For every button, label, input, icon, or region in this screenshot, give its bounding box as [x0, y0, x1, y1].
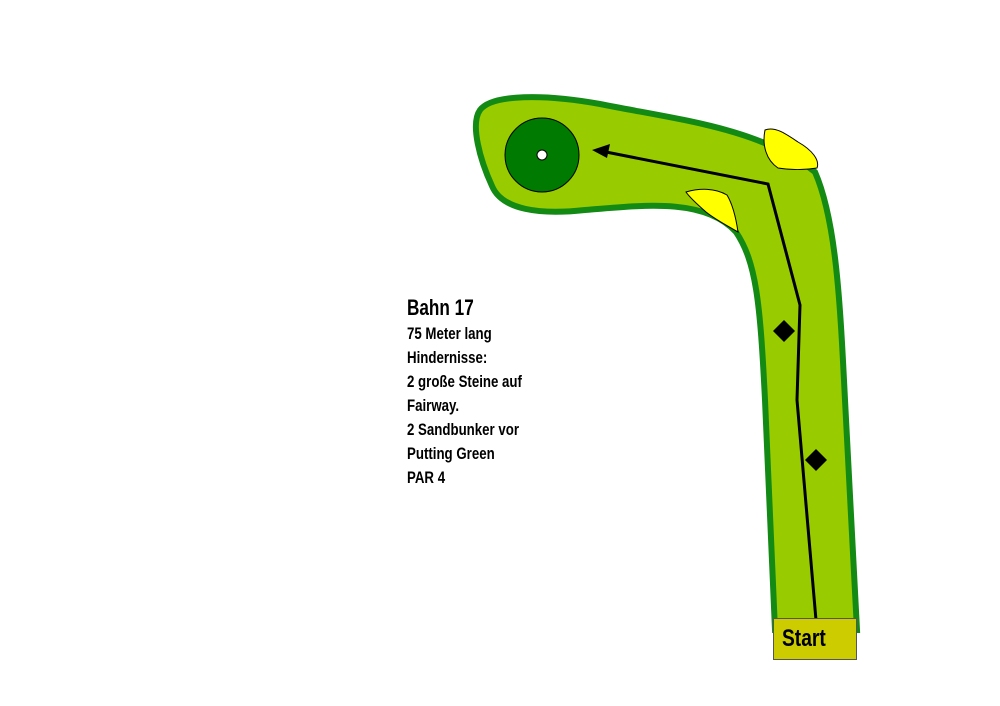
- hole-cup: [536, 149, 548, 161]
- start-tee: Start: [773, 618, 857, 660]
- info-line: Fairway.: [407, 396, 460, 415]
- stone-1: [773, 320, 795, 342]
- hole-info: Bahn 17 75 Meter lang Hindernisse: 2 gro…: [407, 294, 522, 490]
- start-label: Start: [782, 625, 826, 652]
- info-line: 2 Sandbunker vor: [407, 420, 520, 439]
- stone-2: [805, 449, 827, 471]
- play-line: [605, 150, 818, 621]
- bunker-left: [685, 188, 739, 233]
- info-line: 2 große Steine auf: [407, 372, 522, 391]
- info-line: Hindernisse:: [407, 348, 488, 367]
- info-line: PAR 4: [407, 468, 446, 487]
- info-line: 75 Meter lang: [407, 324, 492, 343]
- fairway: [472, 94, 861, 633]
- bunker-right: [763, 128, 819, 170]
- arrowhead-icon: [592, 144, 610, 158]
- info-line: Putting Green: [407, 444, 495, 463]
- hole-title: Bahn 17: [407, 295, 474, 320]
